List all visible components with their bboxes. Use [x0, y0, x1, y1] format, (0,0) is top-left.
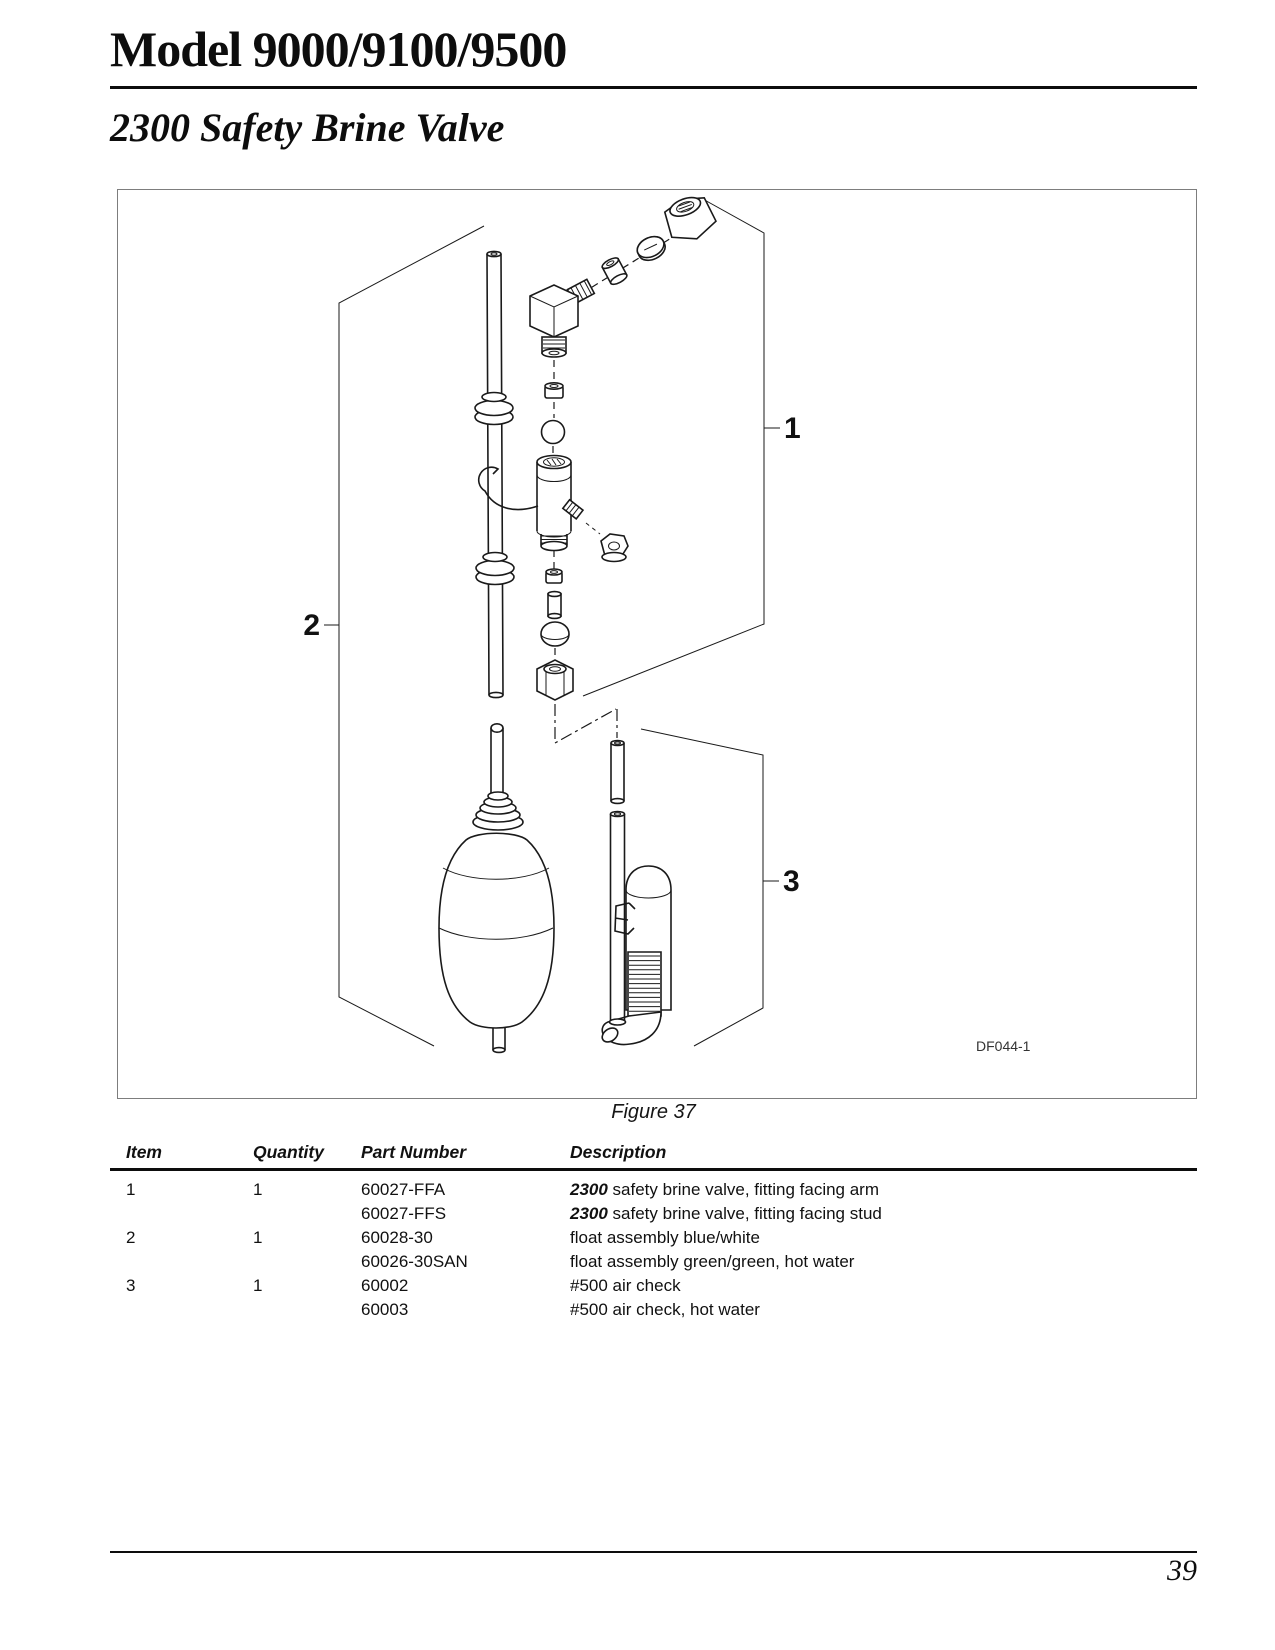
cell-item: 3	[126, 1276, 136, 1295]
cell-quantity: 1	[253, 1180, 263, 1199]
parts-table: Item Quantity Part Number Description 1 …	[110, 1142, 1197, 1322]
cell-part-number: 60027-FFA	[361, 1180, 446, 1199]
callout-bracket-3: 3	[640, 728, 800, 1047]
float-assembly-drawing	[438, 722, 555, 1054]
table-row: 3 1 60002 #500 air check	[110, 1274, 1197, 1298]
parts-table-header: Item Quantity Part Number Description	[110, 1142, 1197, 1171]
table-row: 60027-FFS 2300 safety brine valve, fitti…	[110, 1202, 1197, 1226]
callout-bracket-2: 2	[303, 225, 485, 1047]
cell-quantity: 1	[253, 1276, 263, 1295]
drawing-code-label: DF044-1	[976, 1038, 1031, 1054]
cell-quantity	[253, 1250, 361, 1274]
header-item: Item	[126, 1142, 162, 1162]
header-quantity: Quantity	[253, 1142, 324, 1162]
section-title: 2300 Safety Brine Valve	[110, 105, 505, 150]
cell-item	[110, 1202, 253, 1226]
callout-1-label: 1	[784, 412, 801, 445]
callout-2-label: 2	[303, 609, 320, 642]
table-row: 2 1 60028-30 float assembly blue/white	[110, 1226, 1197, 1250]
cell-description: #500 air check	[570, 1274, 1197, 1298]
cell-part-number: 60002	[361, 1276, 409, 1295]
description-text: float assembly green/green, hot water	[570, 1252, 855, 1271]
cell-part-number: 60003	[361, 1300, 409, 1319]
table-row: 60026-30SAN float assembly green/green, …	[110, 1250, 1197, 1274]
header-part-number: Part Number	[361, 1142, 467, 1162]
cell-part-number: 60026-30SAN	[361, 1252, 468, 1271]
table-row: 1 1 60027-FFA 2300 safety brine valve, f…	[110, 1178, 1197, 1202]
cell-description: float assembly green/green, hot water	[570, 1250, 1197, 1274]
cell-quantity	[253, 1298, 361, 1322]
table-row: 60003 #500 air check, hot water	[110, 1298, 1197, 1322]
page-number: 39	[1167, 1554, 1197, 1587]
description-model-prefix: 2300	[570, 1180, 608, 1199]
figure-caption: Figure 37	[611, 1101, 696, 1123]
cell-part-number: 60027-FFS	[361, 1204, 447, 1223]
title-rule	[110, 86, 1197, 89]
exploded-parts-diagram: 1 2 3	[303, 196, 1031, 1054]
brine-tube-drawing	[474, 250, 515, 699]
cell-description: float assembly blue/white	[570, 1226, 1197, 1250]
safety-brine-valve-drawing	[477, 196, 717, 745]
footer-rule	[110, 1551, 1197, 1553]
cell-item: 1	[126, 1180, 136, 1199]
parts-table-body: 1 1 60027-FFA 2300 safety brine valve, f…	[110, 1171, 1197, 1322]
cell-item	[110, 1298, 253, 1322]
header-description: Description	[570, 1142, 667, 1162]
description-text: #500 air check, hot water	[570, 1300, 760, 1319]
description-text: #500 air check	[570, 1276, 681, 1295]
cell-quantity: 1	[253, 1228, 263, 1247]
air-check-drawing	[601, 739, 672, 1046]
cell-item: 2	[126, 1228, 136, 1247]
cell-description: #500 air check, hot water	[570, 1298, 1197, 1322]
cell-quantity	[253, 1202, 361, 1226]
description-text: safety brine valve, fitting facing stud	[607, 1204, 882, 1223]
cell-item	[110, 1250, 253, 1274]
description-text: float assembly blue/white	[570, 1228, 760, 1247]
figure-frame: 1 2 3	[117, 189, 1197, 1099]
callout-3-label: 3	[783, 865, 800, 898]
cell-description: 2300 safety brine valve, fitting facing …	[570, 1202, 1197, 1226]
page-title: Model 9000/9100/9500	[110, 21, 567, 77]
description-text: safety brine valve, fitting facing arm	[607, 1180, 880, 1199]
cell-part-number: 60028-30	[361, 1228, 433, 1247]
description-model-prefix: 2300	[570, 1204, 608, 1223]
callout-bracket-1: 1	[582, 197, 801, 697]
cell-description: 2300 safety brine valve, fitting facing …	[570, 1178, 1197, 1202]
